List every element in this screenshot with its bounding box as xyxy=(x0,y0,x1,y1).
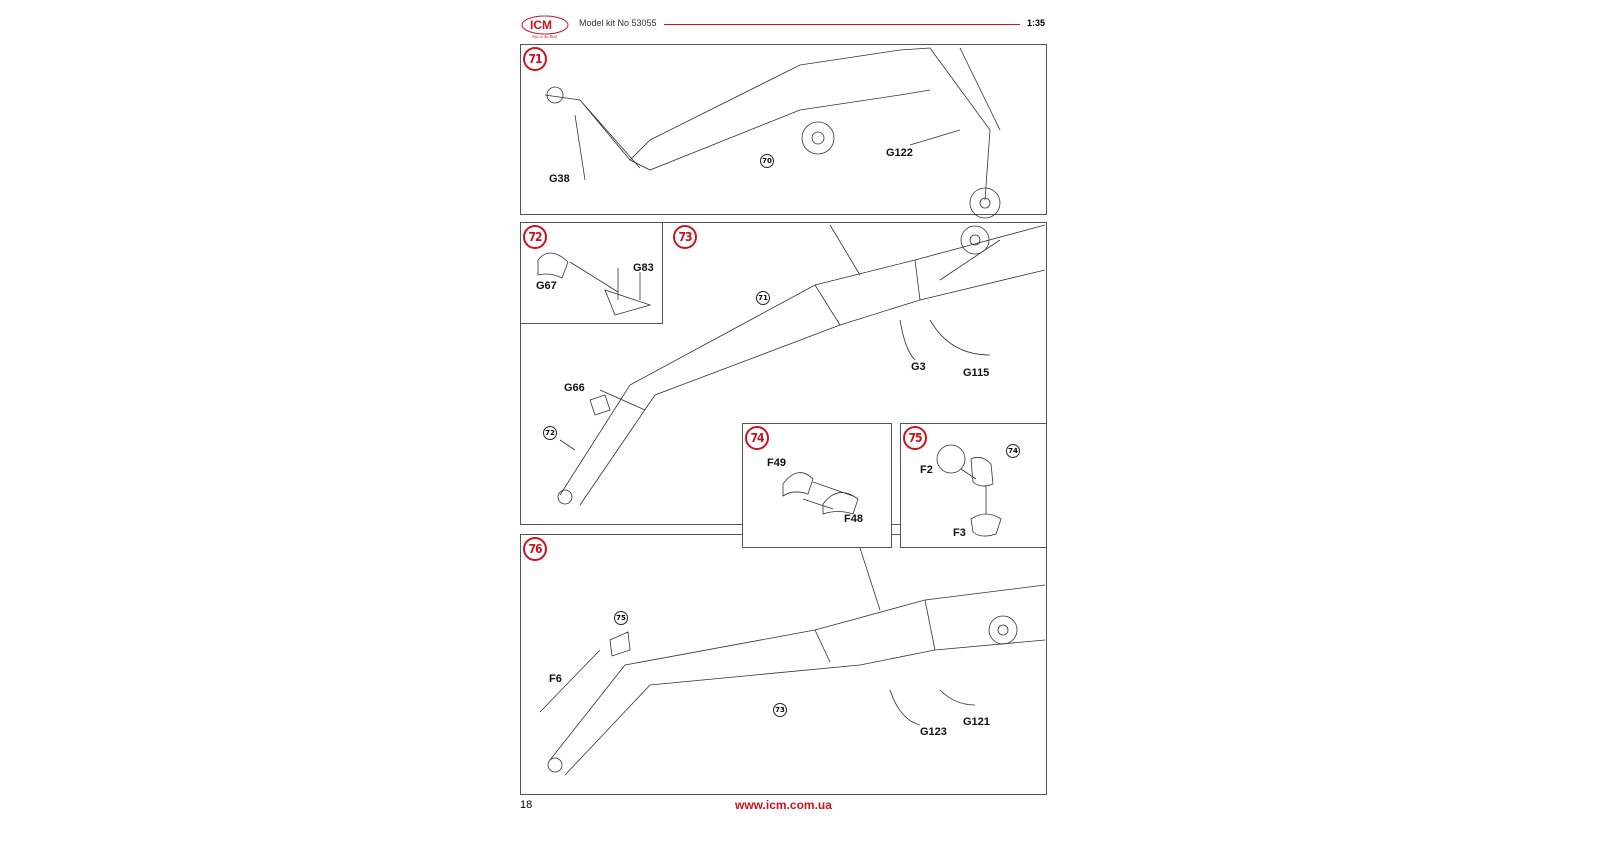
part-label-g67: G67 xyxy=(536,280,557,292)
part-label-g83: G83 xyxy=(633,262,654,274)
step-ref-72: 72 xyxy=(543,426,557,440)
step-75-number: 75 xyxy=(903,426,927,450)
icm-logo: ICM Was in the Real xyxy=(520,14,570,40)
kit-number: Model kit No 53055 xyxy=(579,18,657,28)
step-ref-73: 73 xyxy=(773,703,787,717)
part-label-f2: F2 xyxy=(920,464,933,476)
step-73-number: 73 xyxy=(673,225,697,249)
part-label-g66: G66 xyxy=(564,382,585,394)
part-label-g38: G38 xyxy=(549,173,570,185)
scale: 1:35 xyxy=(1027,18,1046,28)
step-71-number: 71 xyxy=(523,47,547,71)
step-74-number: 74 xyxy=(745,426,769,450)
part-label-f6: F6 xyxy=(549,673,562,685)
svg-text:Was in the Real: Was in the Real xyxy=(532,34,558,39)
step-72-number: 72 xyxy=(523,225,547,249)
part-label-f48: F48 xyxy=(844,513,863,525)
step-ref-71: 71 xyxy=(756,291,770,305)
part-label-f3: F3 xyxy=(953,527,966,539)
page-number: 18 xyxy=(520,799,533,811)
svg-text:ICM: ICM xyxy=(530,18,552,32)
step-71-panel xyxy=(520,44,1047,215)
part-label-g121: G121 xyxy=(963,716,990,728)
part-label-g123: G123 xyxy=(920,726,947,738)
website-link[interactable]: www.icm.com.ua xyxy=(735,798,832,812)
step-76-panel xyxy=(520,534,1047,795)
step-ref-70: 70 xyxy=(760,154,774,168)
part-label-g115: G115 xyxy=(963,367,990,379)
header-rule xyxy=(664,24,1020,25)
step-ref-75: 75 xyxy=(614,611,628,625)
step-76-number: 76 xyxy=(523,537,547,561)
part-label-g122: G122 xyxy=(886,147,913,159)
step-ref-74: 74 xyxy=(1006,444,1020,458)
part-label-f49: F49 xyxy=(767,457,786,469)
part-label-g3: G3 xyxy=(911,361,926,373)
